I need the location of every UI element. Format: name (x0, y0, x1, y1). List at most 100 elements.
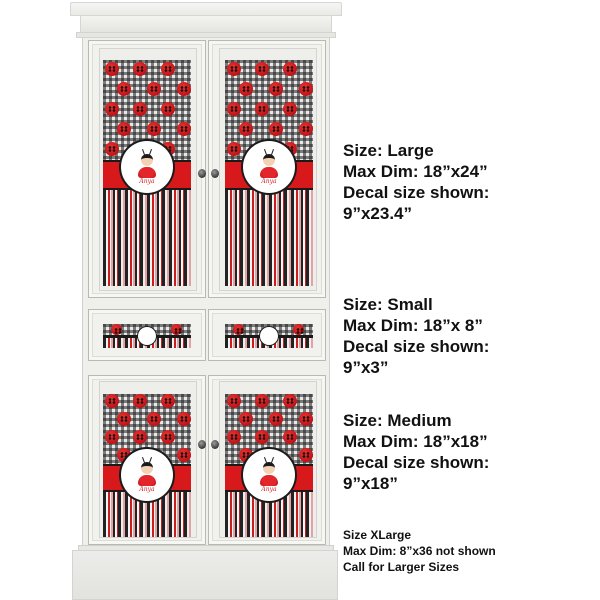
ladybug-icon (233, 324, 244, 335)
ladybug-icon (239, 122, 253, 136)
left-drawer[interactable] (88, 309, 206, 361)
upper-right-knob[interactable] (211, 169, 219, 178)
ladybug-icon (283, 102, 297, 116)
ladybug-icon (227, 62, 241, 76)
ladybug-icon (177, 412, 191, 426)
right-drawer-decal (225, 324, 313, 348)
ladybug-icon (239, 82, 253, 96)
ladybug-icon (117, 122, 131, 136)
spec-small: Size: Small Max Dim: 18”x 8” Decal size … (343, 294, 489, 378)
ladybug-icon (147, 82, 161, 96)
ladybug-icon (227, 102, 241, 116)
ladybug-icon (239, 448, 253, 462)
ladybug-icon (111, 324, 122, 335)
ladybug-icon (161, 62, 175, 76)
ladybug-dress-icon (260, 166, 278, 178)
ladybug-icon (177, 448, 191, 462)
ladybug-girl-icon (141, 153, 153, 166)
ladybug-icon (299, 412, 313, 426)
ladybug-icon (269, 412, 283, 426)
upper-right-door[interactable]: Anya (208, 40, 326, 298)
ladybug-icon (133, 62, 147, 76)
stripe-pattern (103, 190, 191, 286)
lower-right-knob[interactable] (211, 440, 219, 449)
ladybug-icon (105, 62, 119, 76)
ladybug-icon (227, 142, 241, 156)
lower-left-decal: Anya (103, 394, 191, 537)
ladybug-icon (105, 142, 119, 156)
decal-size-value: 9”x18” (343, 474, 398, 493)
xlarge-max-dim-label: Max Dim: 8”x36 not shown (343, 544, 496, 558)
upper-right-decal: Anya (225, 60, 313, 286)
upper-left-door[interactable]: Anya (88, 40, 206, 298)
name-medallion (261, 328, 277, 344)
cabinet-crown-lip (76, 32, 336, 38)
ladybug-icon (227, 394, 241, 408)
ladybug-icon (161, 430, 175, 444)
ladybug-icon (269, 82, 283, 96)
max-dim-label: Max Dim: 18”x24” (343, 162, 488, 181)
ladybug-icon (255, 394, 269, 408)
ladybug-girl-icon (141, 461, 153, 474)
decal-size-label: Decal size shown: (343, 183, 490, 202)
max-dim-label: Max Dim: 18”x 8” (343, 316, 483, 335)
decal-size-label: Decal size shown: (343, 453, 490, 472)
xlarge-size-label: Size XLarge (343, 528, 412, 542)
ladybug-icon (255, 430, 269, 444)
ladybug-icon (299, 82, 313, 96)
ladybug-icon (177, 82, 191, 96)
ladybug-icon (161, 394, 175, 408)
cabinet-crown-frieze (80, 15, 332, 33)
stripe-pattern (225, 190, 313, 286)
ladybug-icon (171, 324, 182, 335)
personalized-name: Anya (261, 485, 277, 493)
ladybug-icon (227, 430, 241, 444)
ladybug-icon (239, 412, 253, 426)
ladybug-dress-icon (138, 474, 156, 486)
spec-large: Size: Large Max Dim: 18”x24” Decal size … (343, 140, 489, 224)
size-label: Size: Small (343, 295, 433, 314)
ladybug-icon (283, 394, 297, 408)
ladybug-icon (105, 102, 119, 116)
ladybug-icon (147, 122, 161, 136)
spec-medium: Size: Medium Max Dim: 18”x18” Decal size… (343, 410, 489, 494)
lower-right-door[interactable]: Anya (208, 375, 326, 545)
stripe-pattern (103, 492, 191, 537)
ladybug-icon (283, 430, 297, 444)
name-medallion: Anya (124, 144, 170, 190)
ladybug-icon (283, 62, 297, 76)
personalized-name: Anya (139, 177, 155, 185)
ladybug-dress-icon (138, 166, 156, 178)
personalized-name: Anya (139, 485, 155, 493)
lower-left-door[interactable]: Anya (88, 375, 206, 545)
name-medallion: Anya (246, 144, 292, 190)
cabinet-base (72, 550, 338, 600)
lower-left-knob[interactable] (198, 440, 206, 449)
ladybug-icon (299, 122, 313, 136)
ladybug-girl-icon (263, 461, 275, 474)
upper-left-knob[interactable] (198, 169, 206, 178)
lower-right-decal: Anya (225, 394, 313, 537)
right-drawer[interactable] (208, 309, 326, 361)
cabinet-crown-molding (70, 2, 342, 16)
ladybug-icon (133, 394, 147, 408)
ladybug-icon (105, 394, 119, 408)
stripe-pattern (225, 492, 313, 537)
upper-left-decal: Anya (103, 60, 191, 286)
ladybug-icon (117, 82, 131, 96)
left-drawer-decal (103, 324, 191, 348)
ladybug-icon (117, 412, 131, 426)
name-medallion: Anya (124, 452, 170, 498)
name-medallion (139, 328, 155, 344)
ladybug-icon (133, 102, 147, 116)
size-label: Size: Medium (343, 411, 452, 430)
ladybug-icon (269, 122, 283, 136)
name-medallion: Anya (246, 452, 292, 498)
decal-size-value: 9”x3” (343, 358, 389, 377)
ladybug-icon (255, 62, 269, 76)
size-label: Size: Large (343, 141, 434, 160)
spec-xlarge-note: Size XLarge Max Dim: 8”x36 not shown Cal… (343, 527, 496, 575)
ladybug-icon (293, 324, 304, 335)
ladybug-icon (161, 102, 175, 116)
ladybug-icon (147, 412, 161, 426)
